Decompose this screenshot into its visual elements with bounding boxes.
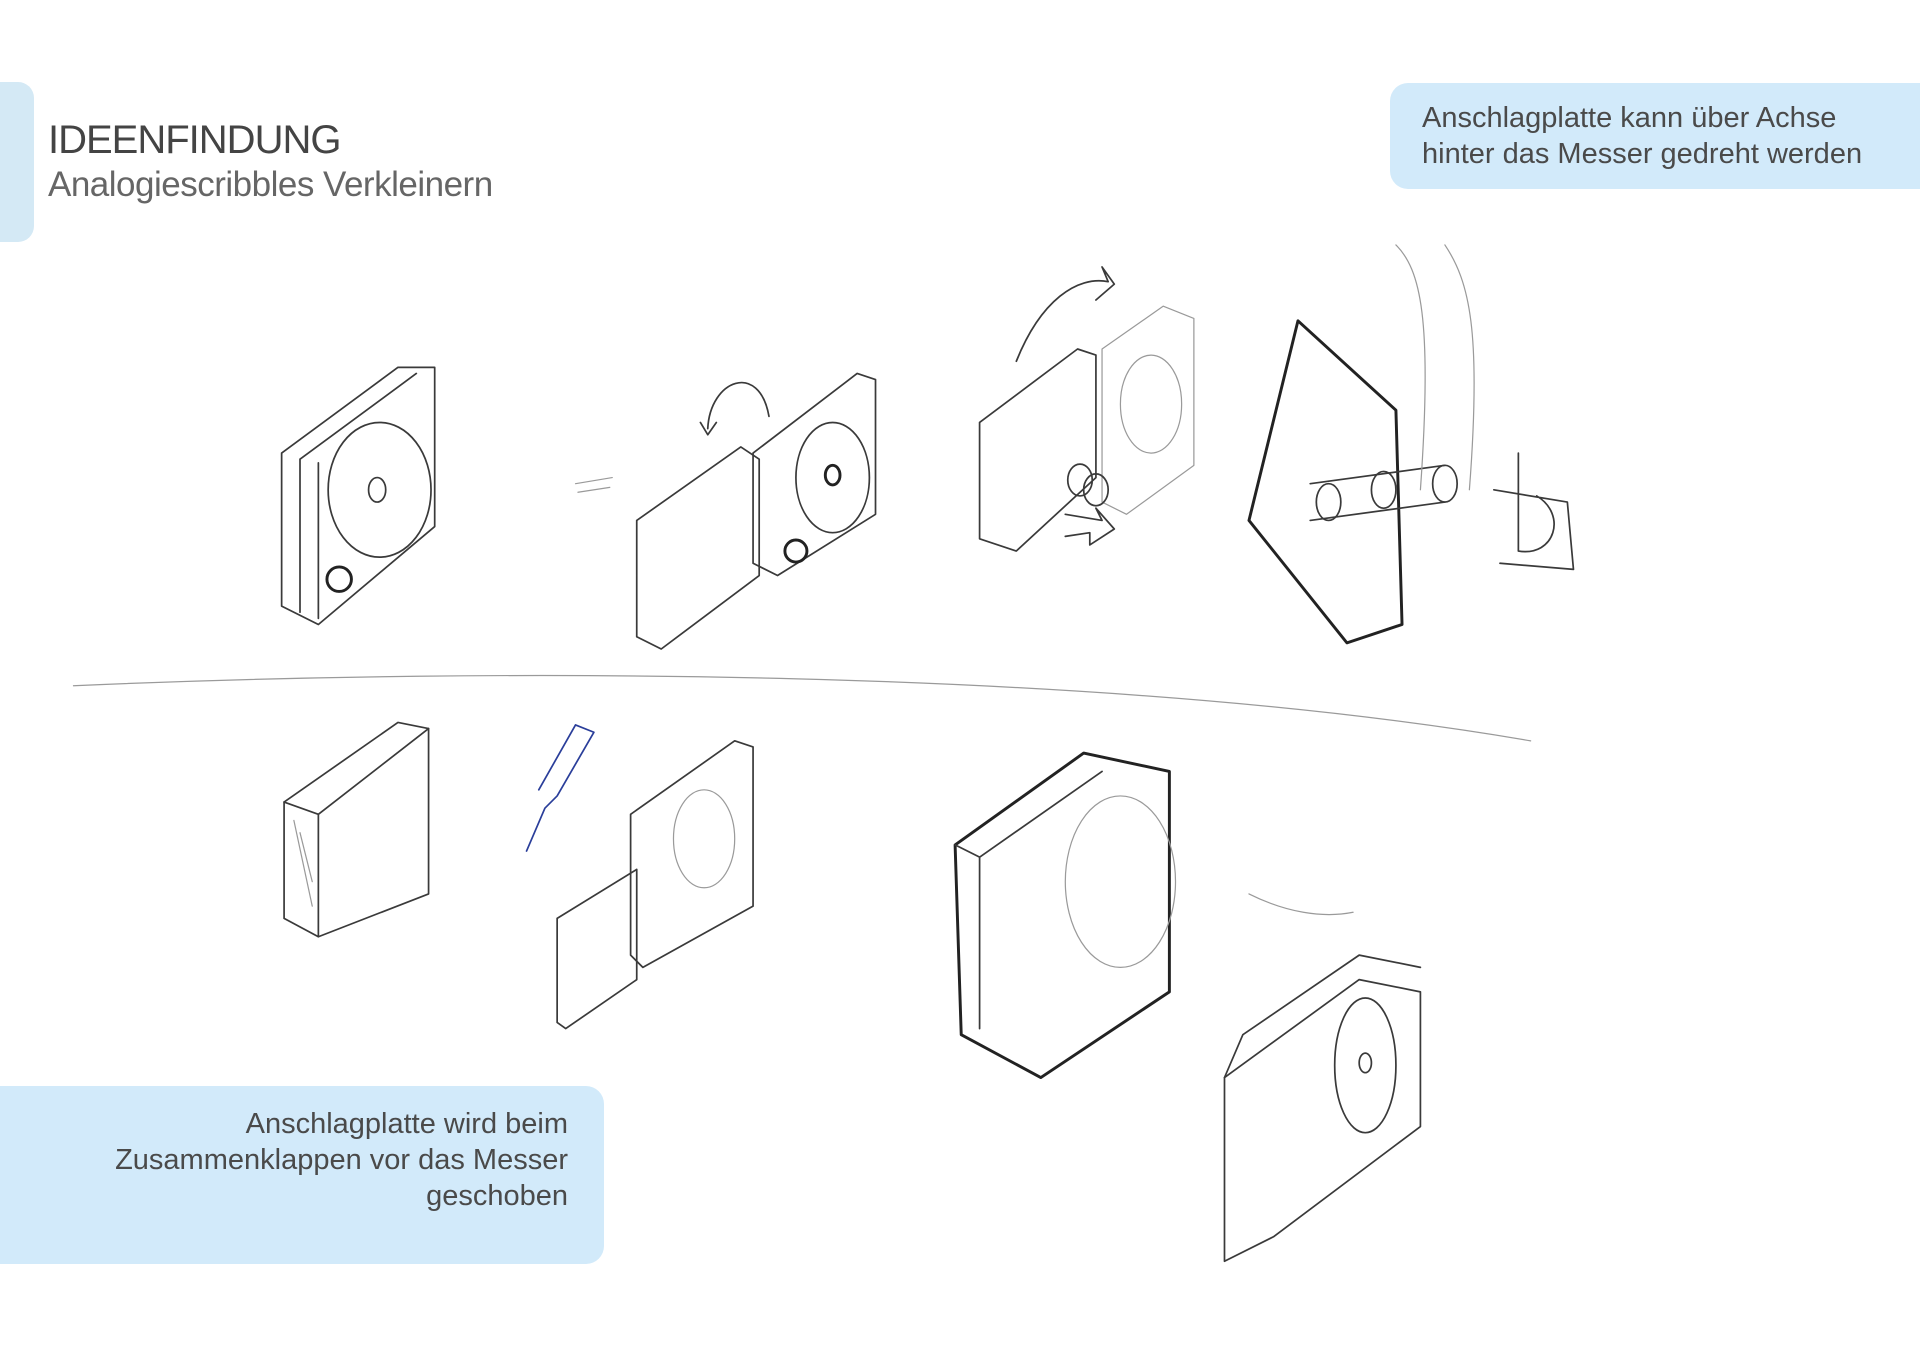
sketch-plate-slide-2 (556, 739, 754, 1030)
sketch-plate-rotate (978, 266, 1195, 552)
annotation-line: Zusammenklappen vor das Messer (115, 1144, 568, 1176)
section-tab-marker (0, 82, 34, 242)
annotation-line: hinter das Messer gedreht werden (1422, 138, 1863, 170)
page-subtitle: Analogiescribbles Verkleinern (48, 165, 493, 204)
arrow-icon (574, 476, 613, 493)
sketch-covered-plate (1223, 893, 1422, 1263)
annotation-line: geschoben (426, 1180, 568, 1212)
sketch-plate-slide-1 (283, 721, 430, 938)
annotation-line: Anschlagplatte kann über Achse (1422, 102, 1837, 134)
divider-line (72, 674, 1532, 742)
annotation-bottom-left: Anschlagplatte wird beim Zusammenklappen… (0, 1086, 604, 1264)
page-title: IDEENFINDUNG (48, 118, 341, 162)
annotation-top-right: Anschlagplatte kann über Achse hinter da… (1390, 83, 1920, 189)
sketch-detail-blue (525, 724, 595, 852)
sketch-large-plate (953, 751, 1177, 1080)
sketch-plate-fold (635, 372, 877, 650)
annotation-line: Anschlagplatte wird beim (245, 1108, 568, 1140)
sketch-plate-axis (1247, 244, 1575, 645)
sketch-plate-closed (280, 366, 436, 626)
